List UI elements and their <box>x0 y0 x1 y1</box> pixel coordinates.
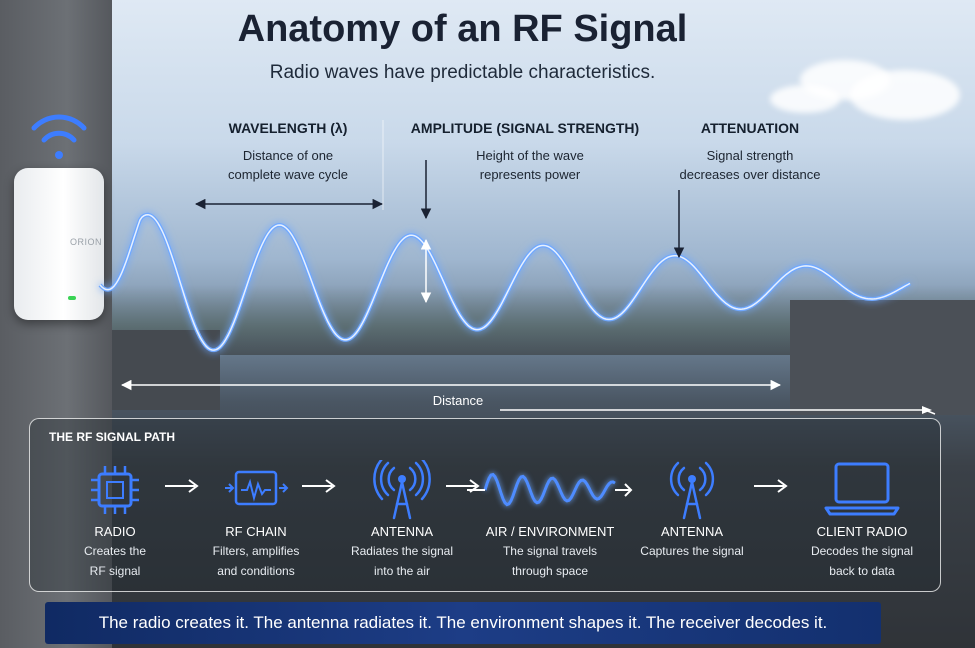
wave-icon <box>467 472 633 507</box>
step-label: ANTENNA <box>660 524 724 539</box>
wavelength-heading: WAVELENGTH (λ) <box>228 120 348 136</box>
attenuation-desc: Signal strength decreases over distance <box>679 148 821 182</box>
page-title: Anatomy of an RF Signal <box>237 8 688 50</box>
step-label: RADIO <box>94 524 136 539</box>
step-desc: The signal travels through space <box>502 544 598 578</box>
flow-arrow-icon <box>754 479 788 493</box>
step-antenna-transmit: ANTENNA Radiates the signal into the air <box>327 460 477 581</box>
step-label: CLIENT RADIO <box>816 524 908 539</box>
wall <box>0 0 112 648</box>
signal-path-title: THE RF SIGNAL PATH <box>49 430 175 444</box>
page-subtitle: Radio waves have predictable characteris… <box>269 62 656 83</box>
step-rf-chain: RF CHAIN Filters, amplifies and conditio… <box>181 460 331 581</box>
step-desc: Decodes the signal back to data <box>810 544 914 578</box>
attenuation-heading: ATTENUATION <box>700 120 800 136</box>
rf-wave-core <box>99 213 911 351</box>
amplitude-heading: AMPLITUDE (SIGNAL STRENGTH) <box>410 120 640 136</box>
summary-banner: The radio creates it. The antenna radiat… <box>45 602 881 644</box>
antenna-icon <box>373 460 431 520</box>
building <box>790 300 975 415</box>
step-label: RF CHAIN <box>225 524 287 539</box>
access-point-device <box>14 168 104 320</box>
antenna-icon <box>669 461 715 520</box>
step-desc: Captures the signal <box>640 544 744 558</box>
step-antenna-receive: ANTENNA Captures the signal <box>617 460 767 561</box>
step-desc: Radiates the signal into the air <box>350 544 454 578</box>
router-logo: ORION <box>70 237 103 247</box>
signal-path-panel <box>29 418 941 592</box>
chip-icon <box>91 466 139 514</box>
step-desc: Filters, amplifies and conditions <box>212 544 300 578</box>
flow-arrow-icon <box>446 479 480 493</box>
step-client-radio: CLIENT RADIO Decodes the signal back to … <box>787 460 937 581</box>
step-radio: RADIO Creates the RF signal <box>40 460 190 581</box>
laptop-icon <box>824 462 900 516</box>
step-label: ANTENNA <box>370 524 434 539</box>
rf-chain-icon <box>225 470 289 506</box>
step-label: AIR / ENVIRONMENT <box>485 524 615 539</box>
flow-arrow-icon <box>165 479 199 493</box>
flow-arrow-icon <box>302 479 336 493</box>
distance-label: Distance <box>432 393 484 408</box>
step-desc: Creates the RF signal <box>83 544 147 578</box>
step-environment: AIR / ENVIRONMENT The signal travels thr… <box>467 460 633 581</box>
cloud <box>770 85 840 113</box>
wifi-icon <box>31 114 87 159</box>
amplitude-desc: Height of the wave represents power <box>476 148 584 182</box>
wavelength-desc: Distance of one complete wave cycle <box>228 148 348 182</box>
cloud <box>850 70 960 120</box>
status-led <box>68 296 76 300</box>
summary-text: The radio creates it. The antenna radiat… <box>98 613 828 632</box>
